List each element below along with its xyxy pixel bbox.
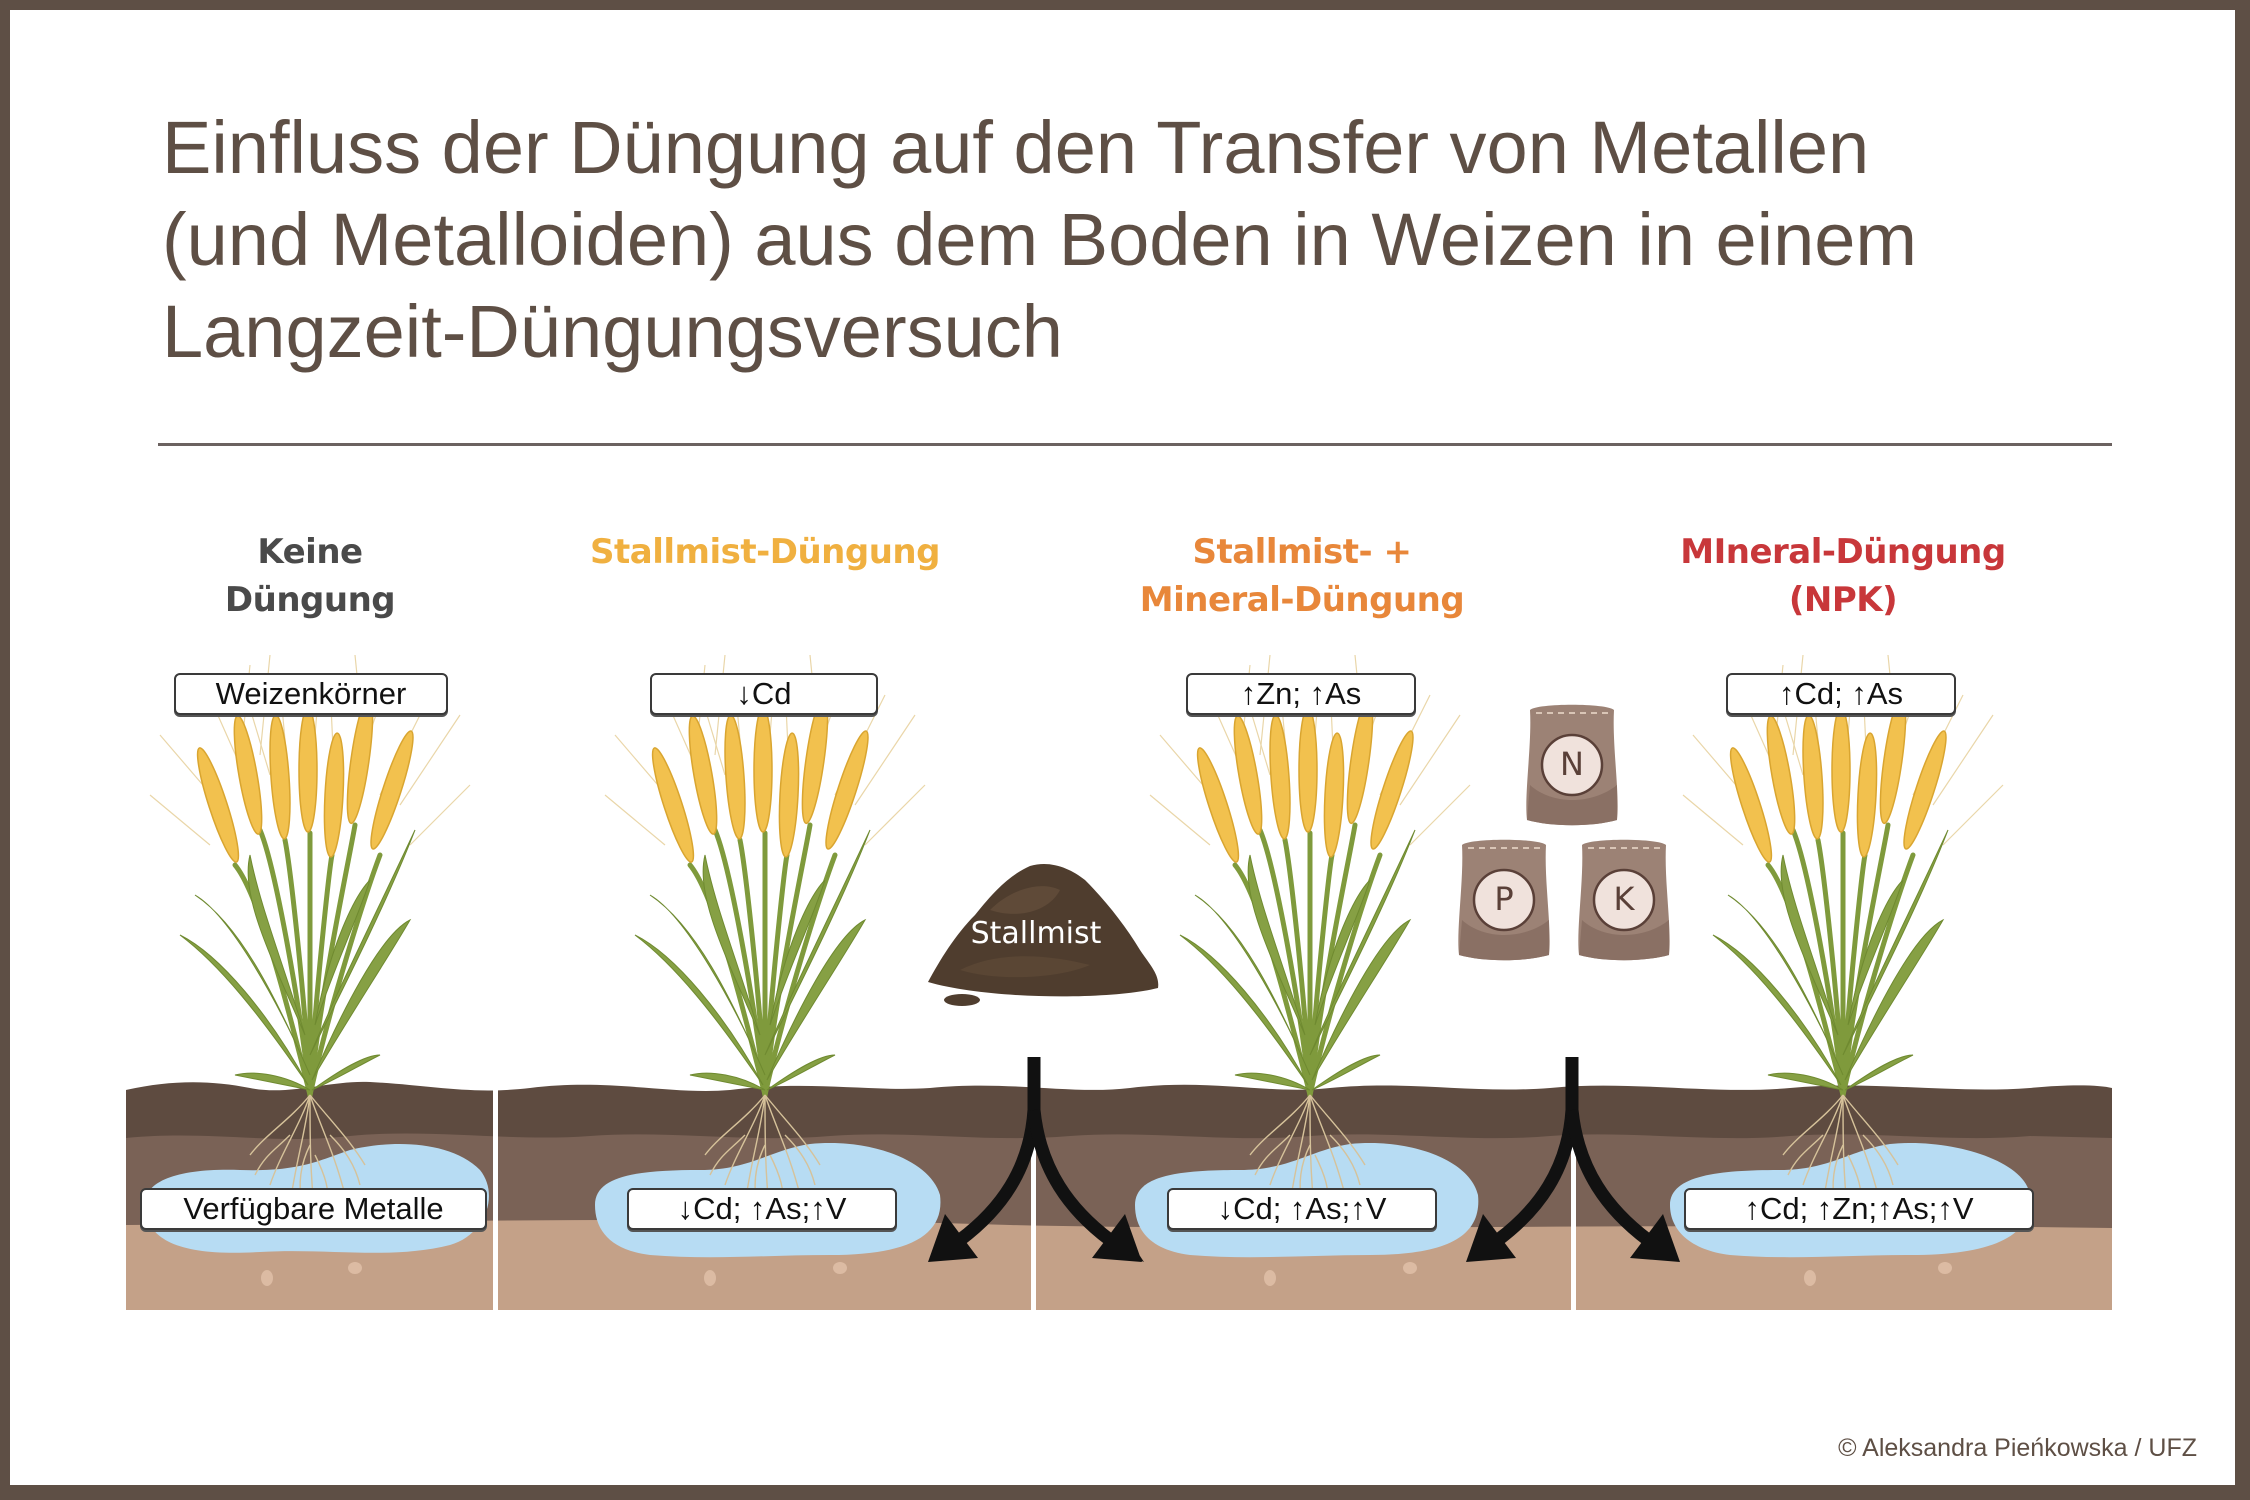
soil-label-mineral: ↑Cd; ↑Zn;↑As;↑V [1684, 1188, 2034, 1230]
grain-label-keine: Weizenkörner [174, 673, 448, 715]
heading-stallmist-mineral: Stallmist- + Mineral-Düngung [1072, 528, 1532, 624]
manure-pile [928, 863, 1159, 1006]
heading-line: Düngung [224, 580, 396, 620]
soil-label-stallmist-mineral: ↓Cd; ↑As;↑V [1167, 1188, 1437, 1230]
grain-label-stallmist-mineral: ↑Zn; ↑As [1186, 673, 1416, 715]
bag-label-p: P [1494, 880, 1514, 918]
page-title: Einfluss der Düngung auf den Transfer vo… [162, 102, 2112, 378]
heading-stallmist: Stallmist-Düngung [535, 528, 995, 576]
manure-label: Stallmist [970, 916, 1102, 951]
heading-line: (NPK) [1788, 580, 1898, 620]
title-line-3: Langzeit-Düngungsversuch [162, 290, 1063, 373]
heading-line: Keine [257, 532, 363, 572]
heading-line: Stallmist-Düngung [590, 532, 940, 572]
panel-dividers [493, 1070, 1576, 1315]
bag-label-k: K [1613, 880, 1635, 918]
image-credit: © Aleksandra Pieńkowska / UFZ [1838, 1434, 2197, 1462]
infographic-canvas: Einfluss der Düngung auf den Transfer vo… [10, 10, 2235, 1485]
grain-label-stallmist: ↓Cd [650, 673, 878, 715]
heading-keine-duengung: Keine Düngung [80, 528, 540, 624]
fertilizer-bags [1457, 703, 1671, 962]
heading-line: MIneral-Düngung [1680, 532, 2006, 572]
grain-label-mineral: ↑Cd; ↑As [1726, 673, 1956, 715]
title-line-2: (und Metalloiden) aus dem Boden in Weize… [162, 198, 1918, 281]
title-line-1: Einfluss der Düngung auf den Transfer vo… [162, 106, 1870, 189]
heading-line: Mineral-Düngung [1139, 580, 1465, 620]
scene-illustration [126, 10, 2112, 1315]
soil-label-stallmist: ↓Cd; ↑As;↑V [627, 1188, 897, 1230]
heading-mineral-npk: MIneral-Düngung (NPK) [1613, 528, 2073, 624]
bag-label-n: N [1560, 745, 1584, 783]
title-divider [158, 443, 2112, 446]
soil-label-keine: Verfügbare Metalle [140, 1188, 487, 1230]
leaching-arrows [956, 1057, 1652, 1246]
heading-line: Stallmist- + [1192, 532, 1412, 572]
